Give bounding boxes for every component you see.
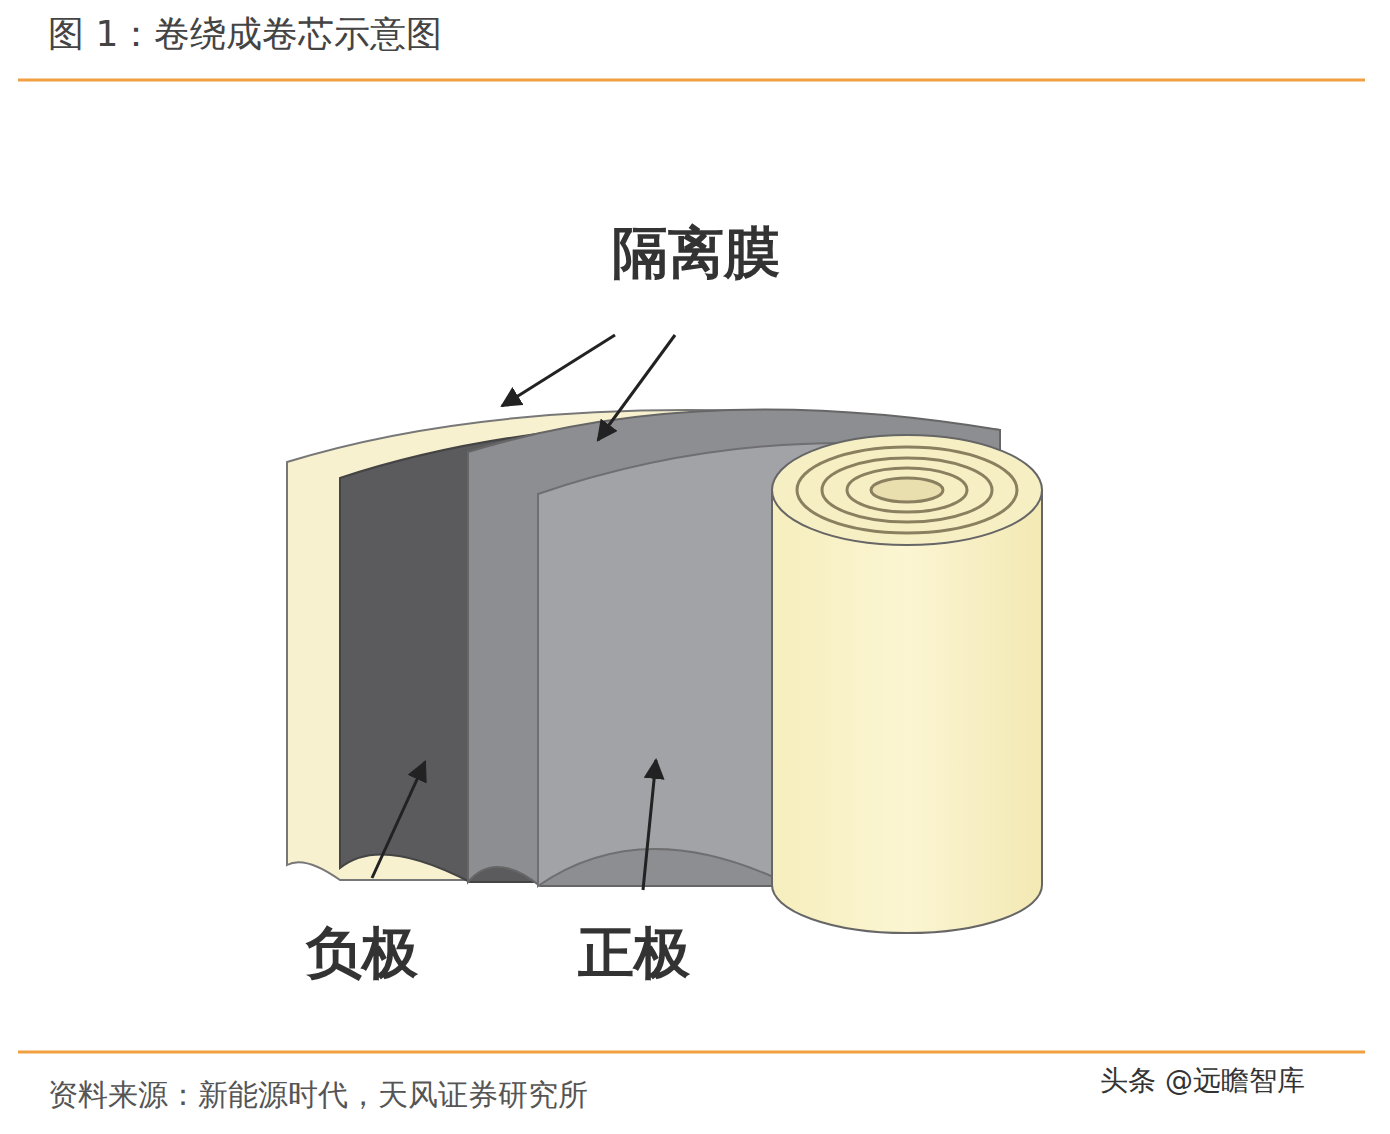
part-label: 正极 xyxy=(578,922,690,984)
roll-core xyxy=(871,478,943,502)
roll-ring xyxy=(797,447,1017,533)
source-caption: 资料来源：新能源时代，天风证券研究所 xyxy=(48,1078,588,1111)
leader-arrow xyxy=(598,335,675,440)
roll-top xyxy=(772,435,1042,545)
watermark: 头条 @远瞻智库 xyxy=(1100,1066,1305,1097)
top-rule xyxy=(18,79,1365,82)
leader-arrow xyxy=(643,760,656,890)
part-label: 隔离膜 xyxy=(612,222,780,284)
bottom-rule xyxy=(18,1051,1365,1054)
figure-title: 图 1：卷绕成卷芯示意图 xyxy=(48,14,442,54)
roll-ring xyxy=(847,468,967,512)
roll-ring xyxy=(822,458,992,522)
wound-roll xyxy=(772,490,1042,933)
leader-arrow xyxy=(372,762,425,878)
part-label: 负极 xyxy=(306,922,418,984)
leader-arrow xyxy=(502,335,615,406)
